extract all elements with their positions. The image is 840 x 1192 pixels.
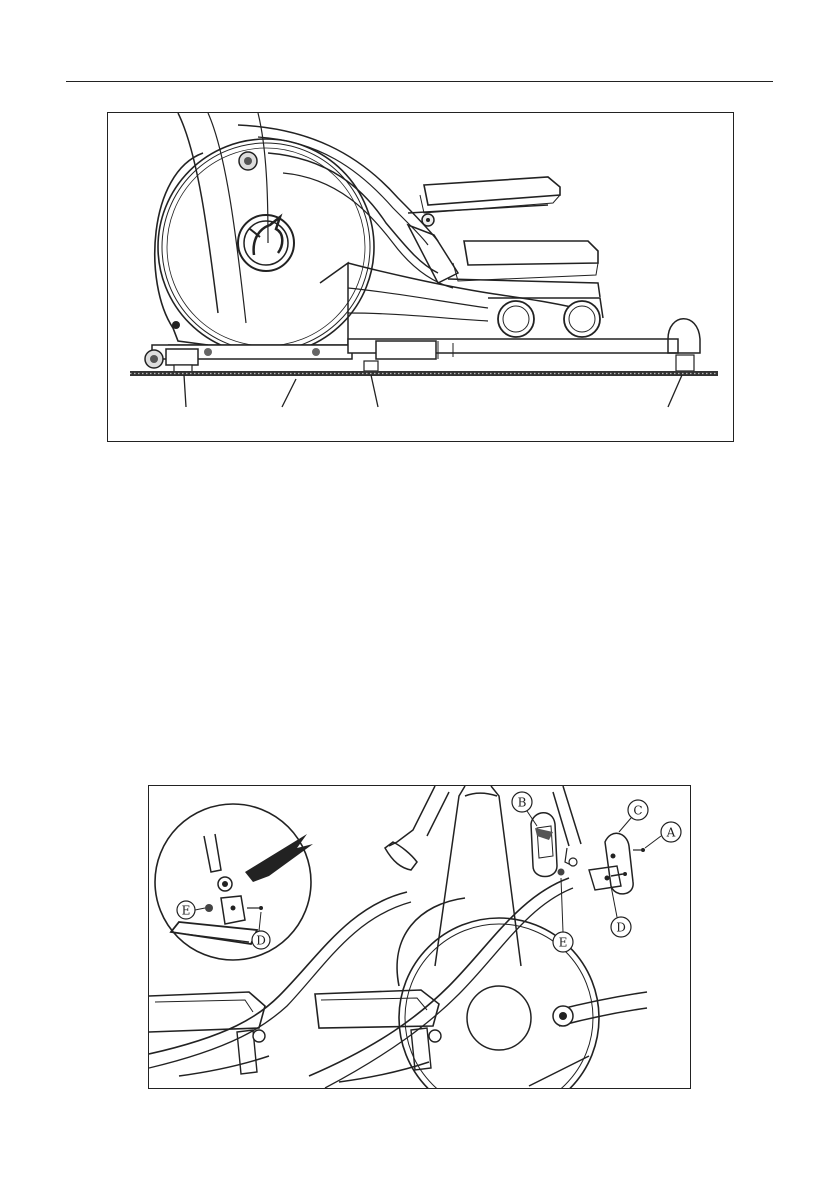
roller-wheels bbox=[488, 298, 603, 337]
svg-text:D: D bbox=[616, 921, 626, 935]
figure-cover-assembly: E D bbox=[148, 785, 691, 1089]
part-C-cover bbox=[605, 833, 633, 894]
nut-E-icon bbox=[558, 869, 565, 876]
leveling-foot-rear bbox=[676, 355, 694, 371]
svg-text:E: E bbox=[559, 936, 568, 950]
flywheel-housing bbox=[397, 898, 465, 986]
callout-B: B bbox=[512, 792, 537, 826]
screw-A-icon bbox=[633, 848, 645, 852]
pedal-middle bbox=[315, 990, 439, 1028]
svg-text:E: E bbox=[182, 904, 191, 918]
right-pedal-arm bbox=[309, 878, 569, 1076]
base-rail bbox=[152, 339, 678, 359]
floor-mat bbox=[130, 371, 718, 376]
flywheel-housing-outline bbox=[155, 153, 208, 345]
cover-assembly-drawing: E D bbox=[149, 786, 690, 1088]
svg-text:A: A bbox=[666, 826, 676, 840]
detail-inset bbox=[155, 804, 313, 960]
leader-lines bbox=[184, 375, 682, 407]
header-rule bbox=[66, 81, 773, 82]
callout-C: C bbox=[619, 800, 648, 832]
leveling-foot-middle bbox=[364, 361, 378, 371]
pedal-upper bbox=[424, 177, 560, 205]
svg-text:D: D bbox=[256, 934, 266, 948]
svg-text:B: B bbox=[518, 796, 527, 810]
figure-side-view bbox=[107, 112, 734, 442]
svg-text:C: C bbox=[633, 804, 642, 818]
pedal-left bbox=[149, 992, 265, 1032]
callout-A: A bbox=[645, 822, 681, 848]
unicorn-logo-icon bbox=[238, 215, 294, 271]
pedal-lower bbox=[464, 241, 598, 265]
side-view-drawing bbox=[108, 113, 733, 441]
